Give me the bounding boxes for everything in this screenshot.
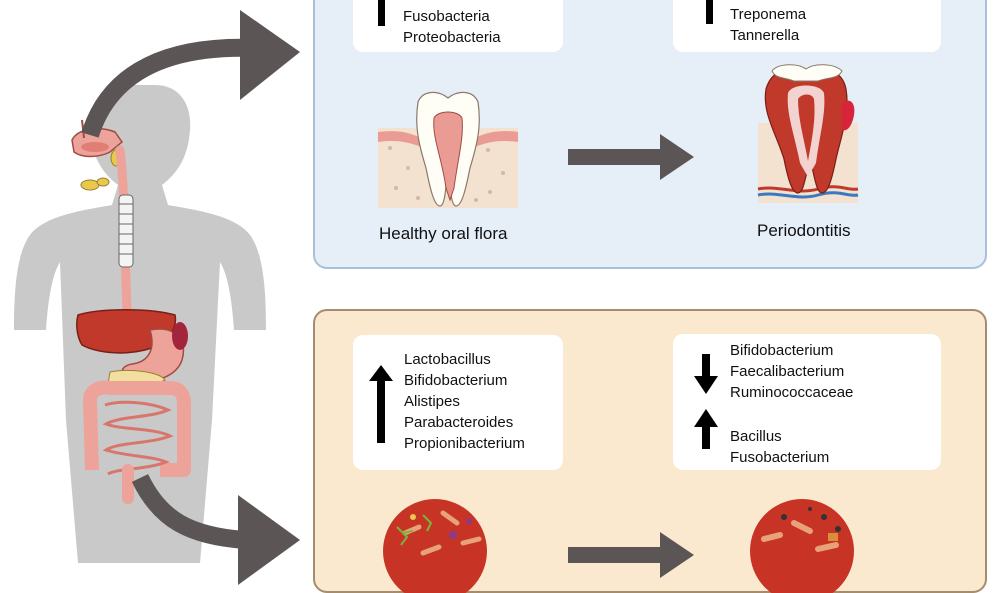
taxon: Lactobacillus bbox=[404, 351, 491, 368]
taxon: Treponema bbox=[730, 6, 807, 23]
periodontitis-caption: Periodontitis bbox=[757, 221, 851, 240]
taxon: Ruminococcaceae bbox=[730, 384, 854, 401]
oral-healthy-taxa-list: Fusobacteria Proteobacteria bbox=[403, 6, 501, 48]
human-body-figure bbox=[14, 85, 266, 563]
curved-arrow-to-gut bbox=[131, 473, 300, 585]
taxon: Tannerella bbox=[730, 27, 800, 44]
up-arrow-icon bbox=[706, 0, 713, 24]
taxon: Bifidobacterium bbox=[730, 342, 834, 359]
salivary-gland bbox=[96, 177, 110, 187]
liver bbox=[76, 309, 177, 354]
oral-disease-taxa-card: Treponema Tannerella bbox=[673, 0, 941, 52]
gut-healthy-taxa-list: Lactobacillus Bifidobacterium Alistipes … bbox=[404, 349, 525, 454]
taxon: Fusobacterium bbox=[730, 449, 830, 466]
spleen bbox=[172, 322, 188, 350]
taxon: Bifidobacterium bbox=[404, 372, 508, 389]
up-arrow-icon bbox=[369, 365, 393, 443]
gut-healthy-taxa-card: Lactobacillus Bifidobacterium Alistipes … bbox=[353, 335, 563, 470]
gut-increased-taxa-list: Bacillus Fusobacterium bbox=[730, 426, 829, 468]
curved-arrow-to-oral bbox=[81, 10, 300, 138]
gut-decreased-taxa-list: Bifidobacterium Faecalibacterium Ruminoc… bbox=[730, 340, 853, 403]
taxon: Alistipes bbox=[404, 393, 460, 410]
oral-healthy-taxa-card: Fusobacteria Proteobacteria bbox=[353, 0, 563, 52]
taxon: Bacillus bbox=[730, 428, 782, 445]
up-arrow-icon bbox=[694, 409, 718, 449]
progression-arrow bbox=[568, 134, 694, 180]
taxon: Fusobacteria bbox=[403, 8, 490, 25]
small-intestine bbox=[102, 400, 174, 476]
progression-arrow bbox=[568, 532, 694, 578]
down-arrow-icon bbox=[694, 354, 718, 394]
oral-disease-taxa-list: Treponema Tannerella bbox=[730, 4, 806, 46]
healthy-tooth-illustration bbox=[378, 91, 518, 208]
taxon: Parabacteroides bbox=[404, 414, 514, 431]
healthy-oral-caption: Healthy oral flora bbox=[379, 224, 508, 243]
gut-disease-taxa-card: Bifidobacterium Faecalibacterium Ruminoc… bbox=[673, 334, 941, 470]
dysbiotic-gut-microbiota-illustration bbox=[750, 499, 854, 593]
healthy-gut-microbiota-illustration bbox=[383, 499, 487, 593]
taxon: Proteobacteria bbox=[403, 29, 501, 46]
large-intestine bbox=[83, 380, 191, 477]
taxon: Faecalibacterium bbox=[730, 363, 845, 380]
up-arrow-icon bbox=[378, 0, 385, 26]
periodontitis-tooth-illustration bbox=[757, 64, 859, 203]
trachea bbox=[118, 194, 134, 268]
taxon: Propionibacterium bbox=[404, 435, 525, 452]
tongue bbox=[81, 142, 109, 152]
